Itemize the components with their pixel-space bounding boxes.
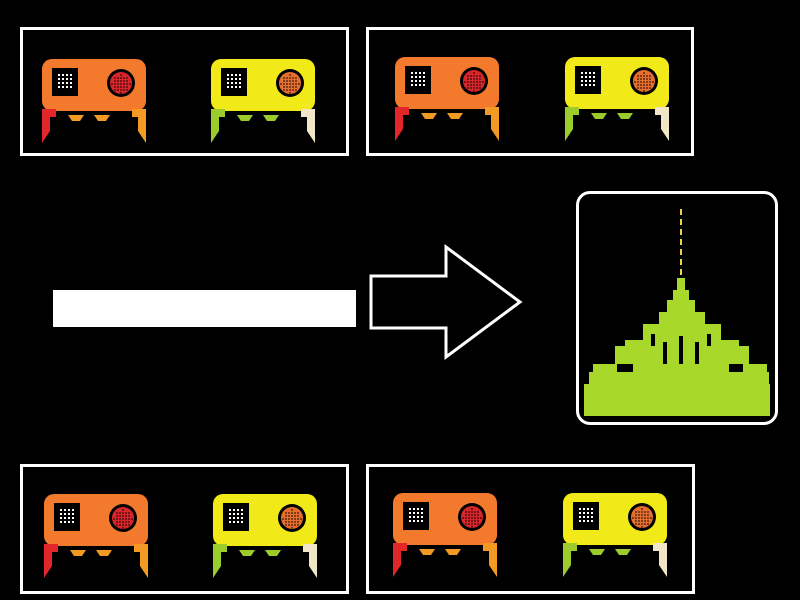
orange-robot-icon: [44, 494, 148, 580]
orange-robot-icon: [42, 59, 146, 145]
robot-panel-top-right[interactable]: [366, 27, 694, 156]
robot-panel-top-left[interactable]: [20, 27, 349, 156]
yellow-robot-icon: [565, 57, 669, 143]
green-castle-icon: [584, 209, 770, 416]
progress-bar: [53, 290, 356, 327]
yellow-robot-icon: [211, 59, 315, 145]
yellow-robot-icon: [563, 493, 667, 579]
robot-panel-bottom-right[interactable]: [366, 464, 695, 594]
yellow-robot-icon: [213, 494, 317, 580]
castle-scene-panel[interactable]: [576, 191, 778, 425]
robot-panel-bottom-left[interactable]: [20, 464, 349, 594]
arrow-right-icon[interactable]: [368, 244, 528, 364]
orange-robot-icon: [393, 493, 497, 579]
orange-robot-icon: [395, 57, 499, 143]
